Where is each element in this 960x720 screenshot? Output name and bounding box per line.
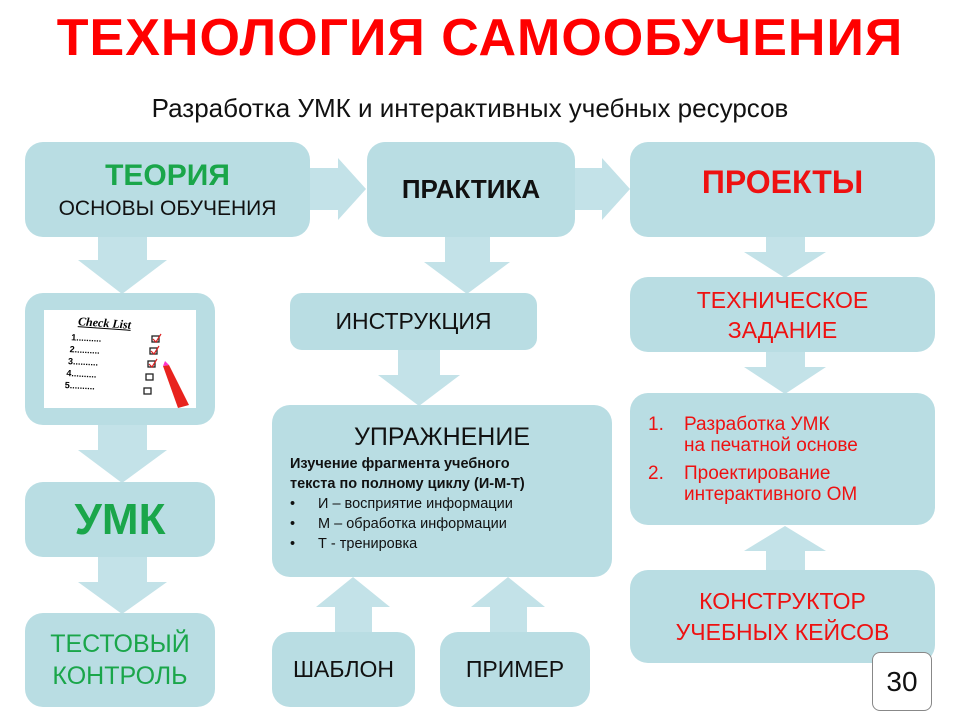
theory-heading: ТЕОРИЯ xyxy=(105,158,230,192)
arrow-down-umk xyxy=(78,557,167,614)
template-label: ШАБЛОН xyxy=(292,656,395,682)
slide-subtitle: Разработка УМК и интерактивных учебных р… xyxy=(151,93,789,123)
practice-label: ПРАКТИКА xyxy=(401,174,541,204)
bullet-item: • М – обработка информации xyxy=(290,514,525,534)
list-number: 2. xyxy=(648,462,664,484)
arrow-down-projects xyxy=(744,237,826,278)
instruction-label: ИНСТРУКЦИЯ xyxy=(335,308,492,334)
template-box: ШАБЛОН xyxy=(272,632,415,707)
checklist-image: Check List 1.......... 2.......... 3....… xyxy=(44,310,196,408)
exercise-bullets: • И – восприятие информации • М – обработк… xyxy=(290,494,525,554)
constructor-box: КОНСТРУКТОР УЧЕБНЫХ КЕЙСОВ xyxy=(630,570,935,663)
slide-number: 30 xyxy=(872,652,932,711)
spec-line2: ЗАДАНИЕ xyxy=(727,316,838,343)
projects-box: ПРОЕКТЫ xyxy=(630,142,935,237)
constructor-line2: УЧЕБНЫХ КЕЙСОВ xyxy=(675,618,890,645)
bullet-item: • И – восприятие информации xyxy=(290,494,525,514)
arrow-up-template xyxy=(316,577,390,632)
theory-box: ТЕОРИЯ ОСНОВЫ ОБУЧЕНИЯ xyxy=(25,142,310,237)
list-line: Проектирование xyxy=(684,462,831,484)
exercise-bold-line1: Изучение фрагмента учебного xyxy=(290,456,510,472)
arrow-down-spec xyxy=(744,352,826,394)
arrow-down-theory xyxy=(78,237,167,294)
arrow-down-checklist xyxy=(78,425,167,483)
bullet-text: М – обработка информации xyxy=(318,516,507,532)
arrow-up-constructor xyxy=(744,526,826,570)
arrow-down-instruction xyxy=(378,350,460,406)
list-line: на печатной основе xyxy=(684,434,858,456)
arrow-down-practice xyxy=(424,237,510,294)
exercise-box: УПРАЖНЕНИЕ Изучение фрагмента учебного т… xyxy=(272,405,612,577)
umk-box: УМК xyxy=(25,482,215,557)
exercise-bold-line2: текста по полному циклу (И-М-Т) xyxy=(290,476,525,492)
test-line2: КОНТРОЛЬ xyxy=(52,662,188,690)
exercise-heading: УПРАЖНЕНИЕ xyxy=(353,423,531,451)
list-number: 1. xyxy=(648,413,664,435)
arrow-right-practice-projects xyxy=(575,158,630,220)
practice-box: ПРАКТИКА xyxy=(367,142,575,237)
example-label: ПРИМЕР xyxy=(465,656,565,682)
bullet-dot: • xyxy=(290,516,296,532)
example-box: ПРИМЕР xyxy=(440,632,590,707)
umk-label: УМК xyxy=(74,494,166,544)
test-line1: ТЕСТОВЫЙ xyxy=(50,630,190,658)
projects-label: ПРОЕКТЫ xyxy=(701,164,864,200)
checkbox-pen-icon xyxy=(143,333,189,408)
theory-sub: ОСНОВЫ ОБУЧЕНИЯ xyxy=(58,196,277,220)
instruction-box: ИНСТРУКЦИЯ xyxy=(290,293,537,350)
spec-line1: ТЕХНИЧЕСКОЕ xyxy=(696,286,869,313)
bullet-text: И – восприятие информации xyxy=(318,496,513,512)
list-line: Разработка УМК xyxy=(684,413,830,435)
test-box: ТЕСТОВЫЙ КОНТРОЛЬ xyxy=(25,613,215,707)
bullet-dot: • xyxy=(290,496,296,512)
slide-title: ТЕХНОЛОГИЯ САМООБУЧЕНИЯ xyxy=(56,9,904,67)
constructor-line1: КОНСТРУКТОР xyxy=(699,587,866,614)
bullet-text: Т - тренировка xyxy=(318,536,418,552)
checklist-box: Check List 1.......... 2.......... 3....… xyxy=(25,293,215,425)
list-line: интерактивного ОМ xyxy=(684,483,858,505)
bullet-dot: • xyxy=(290,536,296,552)
arrow-up-example xyxy=(471,577,545,632)
spec-box: ТЕХНИЧЕСКОЕ ЗАДАНИЕ xyxy=(630,277,935,352)
arrow-right-theory-practice xyxy=(310,158,366,220)
bullet-item: • Т - тренировка xyxy=(290,534,525,554)
